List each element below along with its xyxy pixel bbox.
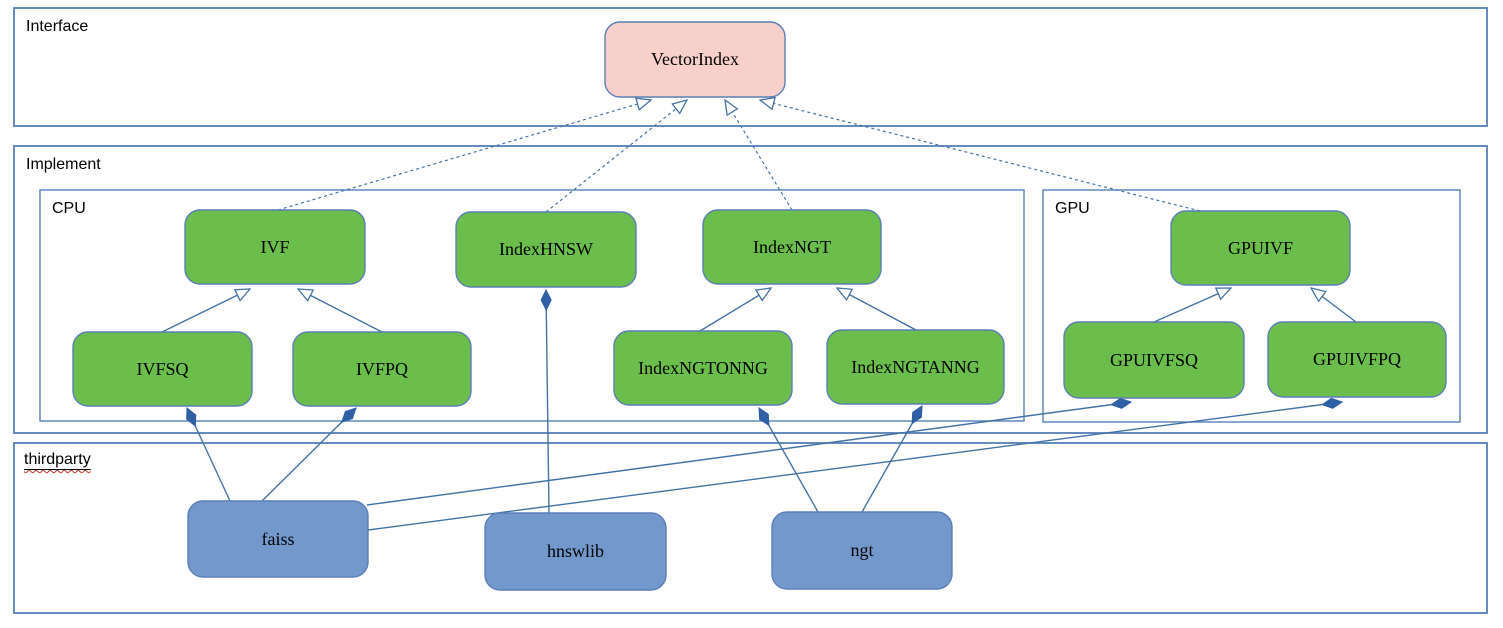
node-indexngt[interactable]: [702, 209, 882, 285]
section-gpu: [1042, 189, 1461, 423]
node-ivfsq[interactable]: [72, 331, 253, 407]
edge-realization-ivf-vectorindex: [277, 100, 651, 211]
edge-generalization-gpuivfpq-gpuivf: [1311, 288, 1357, 323]
section-frames: [13, 7, 1488, 614]
edge-composition-faiss-gpuivfsq: [366, 402, 1131, 506]
nodes: [72, 21, 1447, 591]
edge-realization-indexhnsw-vectorindex: [545, 100, 687, 213]
node-vectorindex[interactable]: [604, 21, 786, 98]
node-gpuivfpq[interactable]: [1267, 321, 1447, 398]
node-ivfpq[interactable]: [292, 331, 472, 407]
edge-composition-ngt-indexngtonng: [758, 408, 819, 513]
edge-realization-gpuivf-vectorindex: [760, 100, 1201, 212]
edge-composition-ngt-indexngtanng: [861, 406, 923, 513]
node-gpuivf[interactable]: [1170, 210, 1351, 286]
edge-realization-indexngt-vectorindex: [725, 100, 793, 211]
edge-generalization-ivfpq-ivf: [298, 289, 383, 333]
node-ngt[interactable]: [771, 511, 953, 590]
edges: [161, 100, 1357, 531]
edge-generalization-ivfsq-ivf: [161, 289, 250, 333]
edge-composition-faiss-ivfpq: [261, 408, 356, 502]
node-indexhnsw[interactable]: [455, 211, 637, 288]
node-indexngtonng[interactable]: [613, 330, 793, 406]
node-ivf[interactable]: [184, 209, 366, 285]
section-implement: [13, 145, 1488, 434]
edge-generalization-gpuivfsq-gpuivf: [1153, 288, 1231, 323]
section-thirdparty: [13, 442, 1488, 614]
edge-composition-faiss-ivfsq: [187, 408, 231, 502]
section-interface: [13, 7, 1488, 127]
node-indexngtanng[interactable]: [826, 329, 1005, 405]
section-cpu: [39, 189, 1025, 422]
edge-composition-hnswlib-indexhnsw: [546, 290, 549, 514]
node-faiss[interactable]: [187, 500, 369, 578]
node-hnswlib[interactable]: [484, 512, 667, 591]
node-gpuivfsq[interactable]: [1063, 321, 1245, 399]
edge-generalization-indexngtonng-indexngt: [699, 288, 771, 332]
edge-generalization-indexngtanng-indexngt: [837, 288, 917, 331]
edge-composition-faiss-gpuivfpq: [367, 402, 1342, 531]
